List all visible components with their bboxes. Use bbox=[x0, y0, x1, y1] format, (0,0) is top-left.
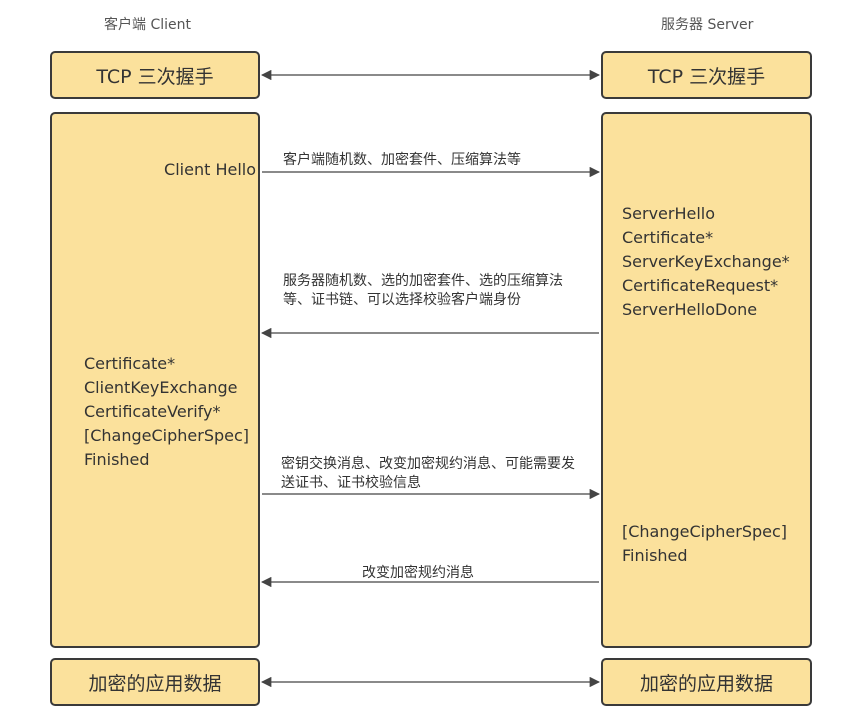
client-message: ClientKeyExchange bbox=[84, 378, 238, 397]
server-finish-arrow-label: 改变加密规约消息 bbox=[362, 565, 474, 581]
server-message: ServerKeyExchange* bbox=[622, 252, 790, 271]
client-message: Finished bbox=[84, 450, 150, 469]
client-hello-label: Client Hello bbox=[164, 160, 256, 179]
client-message: CertificateVerify* bbox=[84, 402, 221, 421]
server-message: [ChangeCipherSpec] bbox=[622, 522, 788, 541]
client-hello-arrow-label: 客户端随机数、加密套件、压缩算法等 bbox=[283, 152, 521, 168]
client-header: 客户端 Client bbox=[104, 17, 191, 33]
client-main-box bbox=[50, 112, 260, 648]
server-message: Finished bbox=[622, 546, 688, 565]
client-message: [ChangeCipherSpec] bbox=[84, 426, 250, 445]
server-message: ServerHelloDone bbox=[622, 300, 758, 319]
client-key-arrow-label: 密钥交换消息、改变加密规约消息、可能需要发送证书、证书校验信息 bbox=[281, 456, 575, 491]
client-tcp-box: TCP 三次握手 bbox=[50, 51, 260, 99]
client-message: Certificate* bbox=[84, 354, 176, 373]
server-header: 服务器 Server bbox=[661, 17, 754, 33]
server-message: ServerHello bbox=[622, 204, 716, 223]
server-message: Certificate* bbox=[622, 228, 714, 247]
server-app-data-box: 加密的应用数据 bbox=[601, 658, 812, 706]
server-hello-message-list: ServerHello Certificate* ServerKeyExchan… bbox=[622, 202, 790, 322]
server-hello-arrow-label: 服务器随机数、选的加密套件、选的压缩算法等、证书链、可以选择校验客户端身份 bbox=[283, 273, 563, 308]
server-finish-message-list: [ChangeCipherSpec] Finished bbox=[622, 520, 787, 568]
server-main-box bbox=[601, 112, 812, 648]
client-app-data-box: 加密的应用数据 bbox=[50, 658, 260, 706]
client-message-list: Certificate* ClientKeyExchange Certifica… bbox=[84, 352, 249, 472]
server-message: CertificateRequest* bbox=[622, 276, 779, 295]
server-tcp-box: TCP 三次握手 bbox=[601, 51, 812, 99]
